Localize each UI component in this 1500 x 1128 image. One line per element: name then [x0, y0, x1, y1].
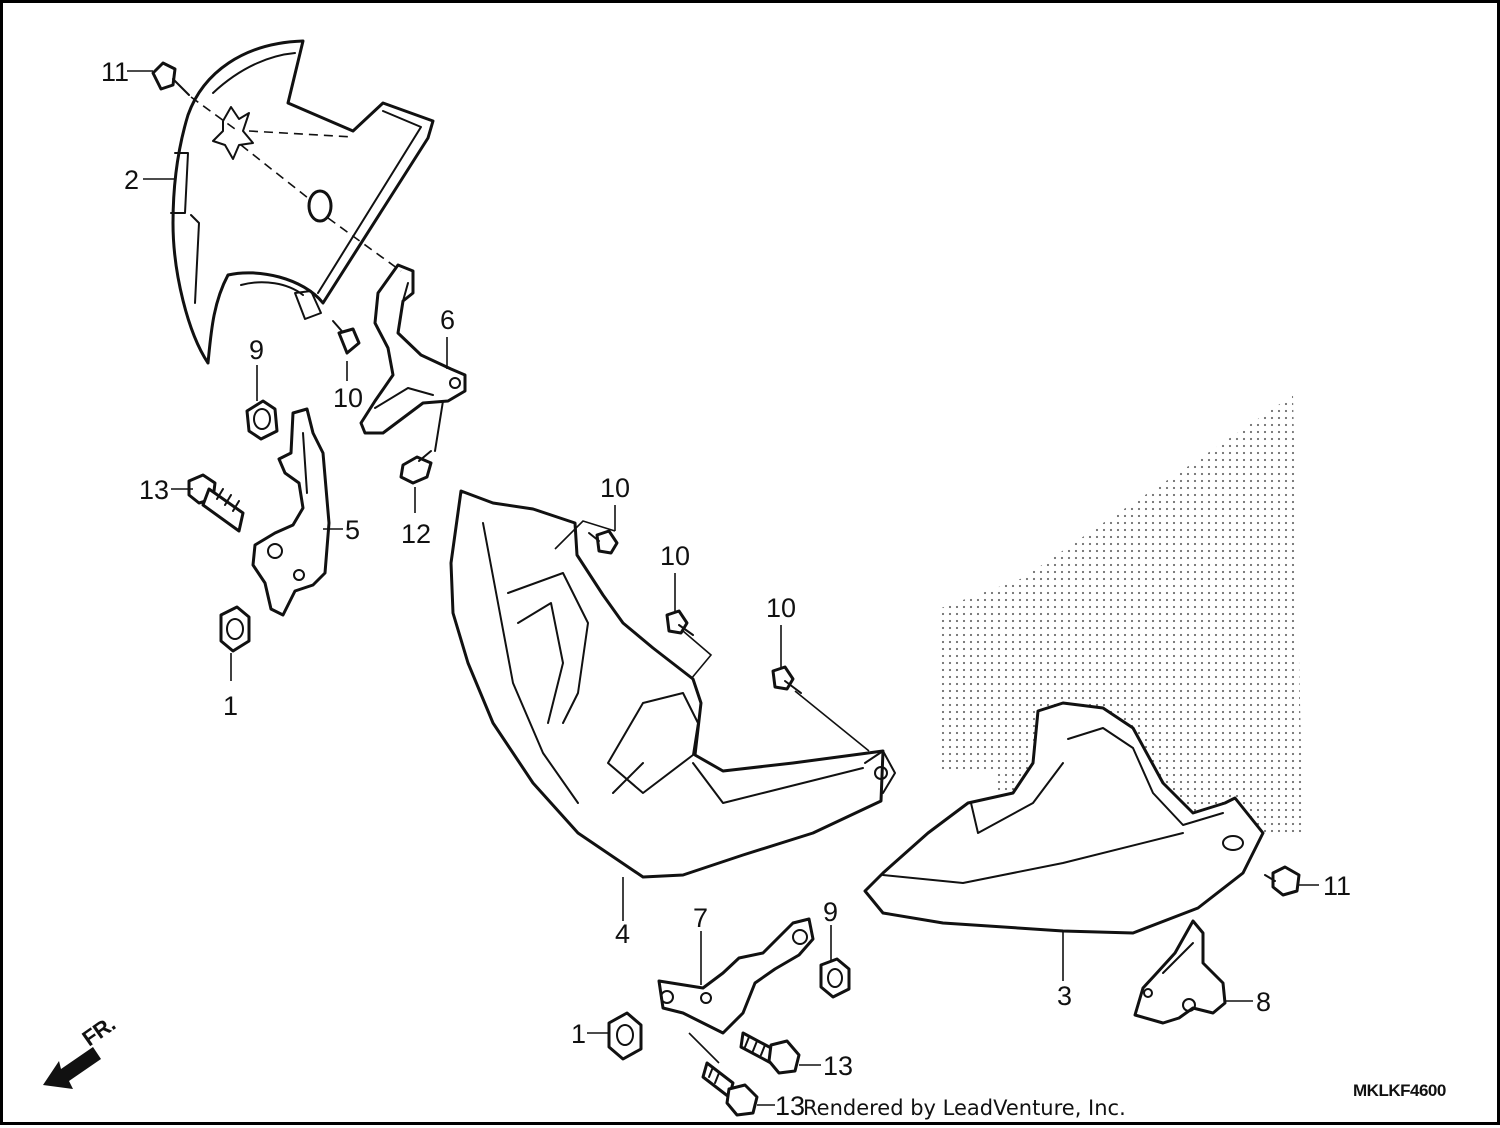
- front-arrow-icon: [43, 1047, 101, 1089]
- callout-3: 3: [1057, 981, 1072, 1011]
- part-11-screw-right: [1264, 865, 1301, 897]
- part-1-nut-bottom: [607, 1011, 643, 1061]
- part-6-bracket: [359, 263, 467, 435]
- part-3-side-cowl: [863, 701, 1265, 935]
- callout-labels: 11 2 6 9 10 12 13 5 1 10 10 10 4 11 3 8 …: [101, 57, 1351, 1121]
- callout-10-center-c: 10: [766, 593, 796, 623]
- part-12-bolt: [399, 400, 444, 485]
- callout-9-bottom: 9: [823, 897, 838, 927]
- part-10-screw-c: [665, 609, 713, 680]
- callout-5: 5: [345, 515, 360, 545]
- callout-2: 2: [124, 165, 139, 195]
- part-9-nut-bottom: [819, 957, 851, 999]
- callout-1-left: 1: [223, 691, 238, 721]
- callout-8: 8: [1256, 987, 1271, 1017]
- callout-10-center-b: 10: [660, 541, 690, 571]
- callout-11-right: 11: [1323, 871, 1351, 901]
- render-credit: Rendered by LeadVenture, Inc.: [803, 1096, 1126, 1120]
- part-13-bolt-bottom-a: [739, 1031, 801, 1075]
- callout-11-top: 11: [101, 57, 129, 87]
- part-2-upper-cowl: [170, 39, 435, 365]
- callout-6: 6: [440, 305, 455, 335]
- callout-7: 7: [693, 903, 708, 933]
- callout-4: 4: [615, 919, 630, 949]
- callout-10-center-a: 10: [600, 473, 630, 503]
- callout-12: 12: [401, 519, 431, 549]
- catalog-code: MKLKF4600: [1353, 1081, 1446, 1100]
- callout-10-left: 10: [333, 383, 363, 413]
- callout-13-bottom-a: 13: [823, 1051, 853, 1081]
- diagram-canvas: 11 2 6 9 10 12 13 5 1 10 10 10 4 11 3 8 …: [43, 39, 1446, 1121]
- part-8-bracket: [1133, 919, 1227, 1025]
- leader-lines: [127, 70, 1319, 1106]
- phantom-outline: [938, 395, 1303, 833]
- part-5-stay: [251, 407, 331, 617]
- callout-13-left: 13: [139, 475, 169, 505]
- front-marker: FR.: [43, 1011, 120, 1089]
- part-13-bolt-left: [187, 473, 245, 533]
- callout-13-bottom-b: 13: [775, 1091, 805, 1121]
- callout-9-left: 9: [249, 335, 264, 365]
- part-7-stay: [657, 917, 815, 1035]
- part-13-bolt-bottom-b: [688, 1032, 759, 1117]
- part-10-screw-b: [554, 520, 619, 555]
- part-10-screw-d: [771, 665, 870, 752]
- part-1-nut-left: [219, 605, 251, 653]
- part-9-nut-left: [245, 399, 279, 441]
- callout-1-bottom: 1: [571, 1019, 586, 1049]
- assembly-lines: [190, 96, 402, 272]
- part-11-screw-top: [151, 61, 190, 96]
- front-marker-label: FR.: [78, 1011, 120, 1051]
- part-10-screw-a: [332, 320, 361, 355]
- part-4-under-cowl: [449, 489, 896, 879]
